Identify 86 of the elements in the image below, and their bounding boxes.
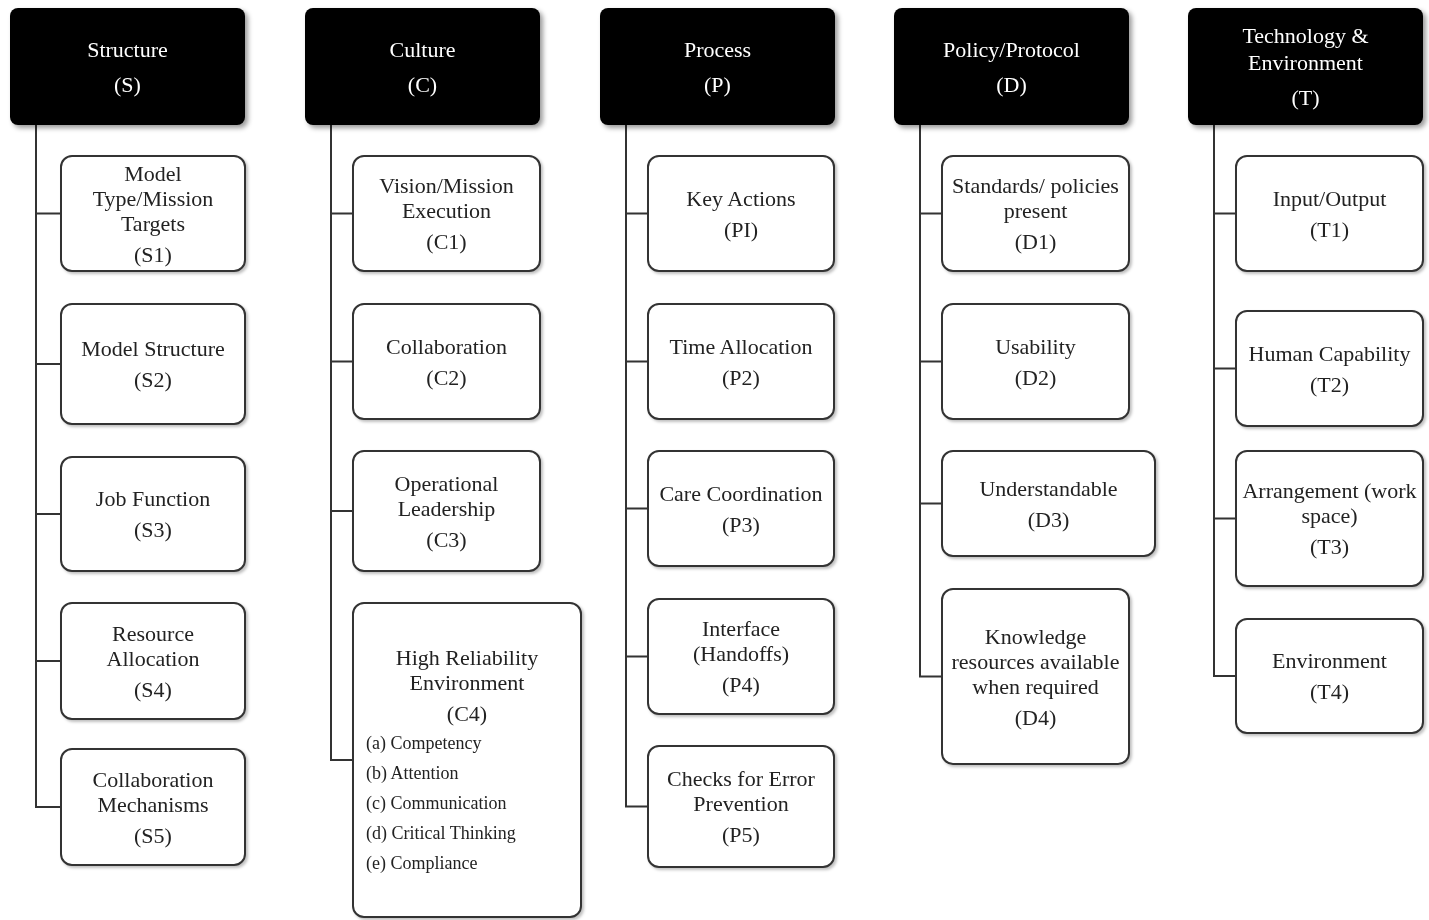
header-text: Process [683,35,752,63]
factor-text: (PI) [723,216,759,242]
factor-text: Environment [1272,648,1387,673]
factor-text: (T4) [1309,679,1350,704]
factor-text: Standards/ policies present [951,173,1120,223]
factor-text: Understandable [979,475,1118,501]
factor-text: (D2) [1014,364,1057,390]
factor-box [647,155,835,272]
list-item-text: (e) Compliance [365,851,478,875]
factor-box [60,303,246,425]
factor-text: (D1) [1014,229,1057,254]
factor-text: (P2) [722,364,760,390]
factor-text: (S1) [134,241,172,267]
factor-box [60,155,246,272]
factor-text: Resource Allocation [105,620,201,671]
factor-text: Arrangement (work space) [1241,478,1418,528]
list-item-text: (d) Critical Thinking [365,821,516,845]
factor-text: Checks for Error Prevention [666,766,816,816]
factor-box [941,155,1130,272]
factor-text: (D4) [1014,704,1057,730]
factor-box [1235,155,1424,272]
factor-text: (S3) [134,517,172,542]
factor-text: Model Structure [81,336,225,361]
factor-text: Interface (Handoffs) [691,616,791,666]
factor-box [1235,450,1424,587]
factor-text: (T1) [1309,216,1350,242]
factor-text: (P3) [722,511,760,537]
factor-text: (C4) [446,700,488,726]
factor-text: Key Actions [686,185,796,211]
factor-text: (D3) [1027,506,1070,532]
factor-text: Operational Leadership [393,470,500,521]
factor-text: Care Coordination [659,480,823,506]
factor-box [647,450,835,567]
header-text: (P) [704,70,731,98]
category-header [600,8,835,125]
factor-box [941,588,1130,765]
header-text: Policy/Protocol [943,35,1080,63]
factor-text: (S4) [134,676,172,702]
factor-box [941,450,1156,557]
factor-box [352,602,582,918]
factor-text: Model Type/Mission Targets [91,160,215,236]
factor-text: Collaboration [386,333,507,359]
category-header [10,8,245,125]
factor-box [352,303,541,420]
factor-text: (C1) [426,229,467,254]
factor-box [647,303,835,420]
factor-box [352,155,541,272]
category-header [894,8,1129,125]
factor-text: (S2) [134,367,172,392]
factor-text: Collaboration Mechanisms [91,766,215,817]
list-item-text: (b) Attention [365,761,459,785]
header-text: (T) [1291,84,1320,111]
factor-text: (P4) [722,672,760,697]
factor-box [352,450,541,572]
factor-text: Job Function [95,486,211,511]
list-item-text: (a) Competency [365,731,482,755]
factor-box [647,598,835,715]
factor-text: (C3) [426,526,467,552]
factor-text: (C2) [426,364,467,390]
factor-box [941,303,1130,420]
factor-text: (P5) [722,822,760,847]
factor-text: (S5) [134,822,172,848]
factor-text: Knowledge resources available when required [950,623,1121,699]
factor-text: (T3) [1309,534,1350,559]
header-text: Culture [389,35,456,63]
factor-text: Time Allocation [669,333,813,359]
list-item-text: (c) Communication [365,791,507,815]
header-text: Structure [87,35,168,63]
factor-box [60,748,246,866]
factor-box [1235,310,1424,427]
category-header [1188,8,1423,125]
factor-box [647,745,835,868]
factor-text: Vision/Mission Execution [378,173,515,223]
factor-text: High Reliability Environment [394,644,540,695]
category-header [305,8,540,125]
header-text: (C) [407,70,438,98]
factor-text: Usability [995,333,1076,359]
factor-text: Input/Output [1272,185,1387,211]
factor-box [60,456,246,572]
factor-text: Human Capability [1248,340,1411,366]
header-text: (S) [114,70,141,98]
factor-text: (T2) [1309,371,1350,397]
header-text: Technology & Environment [1241,22,1370,76]
factor-box [1235,618,1424,734]
factor-box [60,602,246,720]
header-text: (D) [996,70,1027,98]
